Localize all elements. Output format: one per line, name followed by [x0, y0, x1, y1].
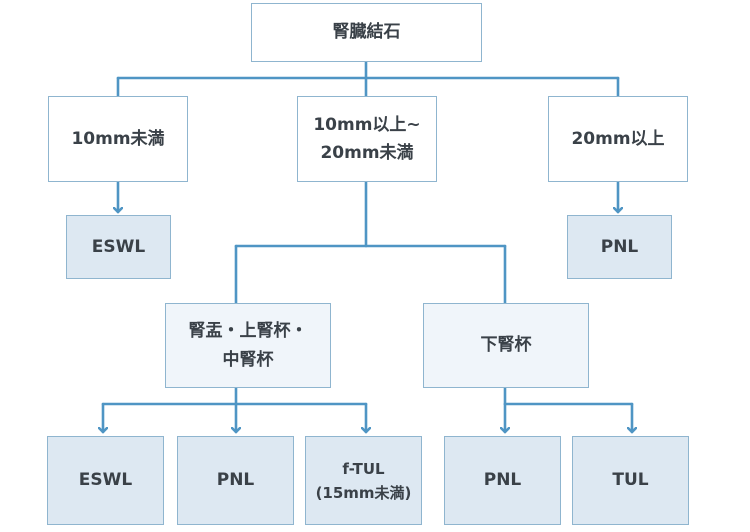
node-treatment-pnl-lower: PNL — [444, 436, 561, 525]
node-treatment-eswl-upper: ESWL — [47, 436, 164, 525]
node-treatment-eswl-small: ESWL — [66, 215, 171, 279]
node-treatment-ftul-upper: f-TUL (15mm未満) — [305, 436, 422, 525]
node-location-upper-calyx: 腎盂・上腎杯・ 中腎杯 — [165, 303, 331, 388]
node-treatment-pnl-large: PNL — [567, 215, 672, 279]
node-treatment-pnl-upper: PNL — [177, 436, 294, 525]
node-size-10-to-20mm: 10mm以上~ 20mm未満 — [297, 96, 437, 182]
node-location-lower-calyx: 下腎杯 — [423, 303, 589, 388]
node-size-under-10mm: 10mm未満 — [48, 96, 188, 182]
node-root-kidney-stone: 腎臓結石 — [251, 3, 482, 62]
node-size-over-20mm: 20mm以上 — [548, 96, 688, 182]
node-treatment-tul-lower: TUL — [572, 436, 689, 525]
